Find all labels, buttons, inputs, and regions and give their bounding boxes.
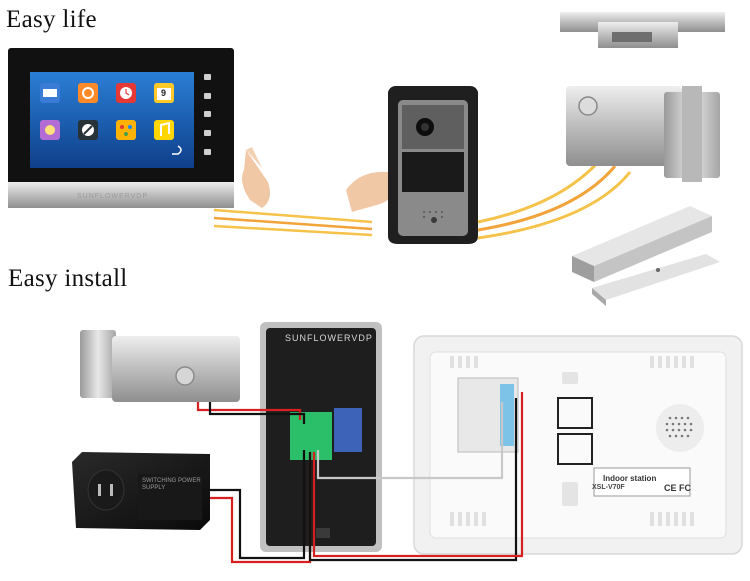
gear-icon xyxy=(78,83,98,103)
indoor-station-model: XSL-V70F xyxy=(592,484,625,491)
music-icon xyxy=(154,120,174,140)
speaker-icon xyxy=(204,149,211,155)
easy-life-heading: Easy life xyxy=(6,6,97,33)
indoor-station-back xyxy=(413,335,743,555)
rim-lock-install xyxy=(80,330,240,402)
wiring xyxy=(196,392,524,564)
electric-rim-lock xyxy=(566,86,720,182)
palette-icon xyxy=(116,120,136,140)
power-supply-label: SWITCHING POWER SUPPLY xyxy=(142,478,201,491)
unlock-icon xyxy=(204,111,211,117)
certification-marks: CE FC xyxy=(664,483,691,493)
side-buttons xyxy=(204,74,211,155)
power-supply xyxy=(72,452,210,530)
settings-icon xyxy=(204,130,211,136)
app-icons xyxy=(40,83,182,155)
magnetic-lock xyxy=(572,206,720,306)
camera-icon xyxy=(204,93,211,99)
monitor-brand-text: SUNFLOWERVDP xyxy=(77,193,148,200)
indoor-monitor xyxy=(8,48,234,208)
signal-waves-left xyxy=(213,208,373,237)
calendar-day: 9 xyxy=(161,88,167,98)
pointing-hand xyxy=(242,147,270,208)
indoor-station-label: Indoor station xyxy=(603,474,657,483)
lock-icon xyxy=(204,74,211,80)
signal-waves-right xyxy=(477,159,632,240)
easy-install-heading: Easy install xyxy=(8,265,128,292)
outdoor-camera-unit xyxy=(388,86,478,244)
outdoor-brand-text: SUNFLOWERVDP xyxy=(285,333,373,343)
electric-strike-lock xyxy=(560,12,725,48)
outdoor-unit-back xyxy=(260,322,382,552)
